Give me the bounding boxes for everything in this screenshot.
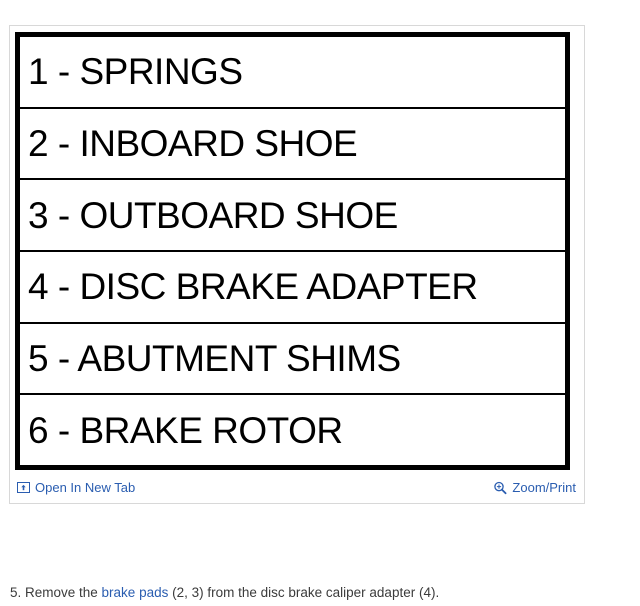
caption-prefix: 5. Remove the [10,584,102,600]
viewer-toolbar: Open In New Tab Zoom/Print [10,472,584,503]
step-instruction-text: 5. Remove the brake pads (2, 3) from the… [10,584,630,602]
external-link-icon [17,481,30,494]
legend-row-text: 1 - SPRINGS [28,51,243,93]
open-in-new-tab-label: Open In New Tab [35,480,136,495]
legend-row-text: 6 - BRAKE ROTOR [28,409,343,451]
legend-row-text: 5 - ABUTMENT SHIMS [28,338,401,380]
brake-pads-link[interactable]: brake pads [101,584,169,600]
legend-row: 4 - DISC BRAKE ADAPTER [20,252,565,324]
legend-row-text: 2 - INBOARD SHOE [28,123,358,164]
legend-row-list: 1 - SPRINGS 2 - INBOARD SHOE 3 - OUTBOAR… [20,37,565,466]
magnifier-plus-icon [493,481,507,495]
zoom-print-label: Zoom/Print [512,480,576,495]
caption-suffix: (2, 3) from the disc brake caliper adapt… [168,584,440,600]
open-in-new-tab-button[interactable]: Open In New Tab [17,480,135,495]
legend-row: 6 - BRAKE ROTOR [20,395,565,466]
legend-row-text: 3 - OUTBOARD SHOE [28,194,398,236]
legend-row-text: 4 - DISC BRAKE ADAPTER [28,266,478,308]
image-viewer-panel: 1 - SPRINGS 2 - INBOARD SHOE 3 - OUTBOAR… [9,25,585,504]
legend-row: 1 - SPRINGS [20,37,565,109]
legend-row: 5 - ABUTMENT SHIMS [20,323,565,396]
legend-row: 2 - INBOARD SHOE [20,108,565,181]
brake-assembly-legend-figure[interactable]: 1 - SPRINGS 2 - INBOARD SHOE 3 - OUTBOAR… [15,32,570,470]
zoom-print-button[interactable]: Zoom/Print [493,480,576,495]
legend-row: 3 - OUTBOARD SHOE [20,180,565,253]
